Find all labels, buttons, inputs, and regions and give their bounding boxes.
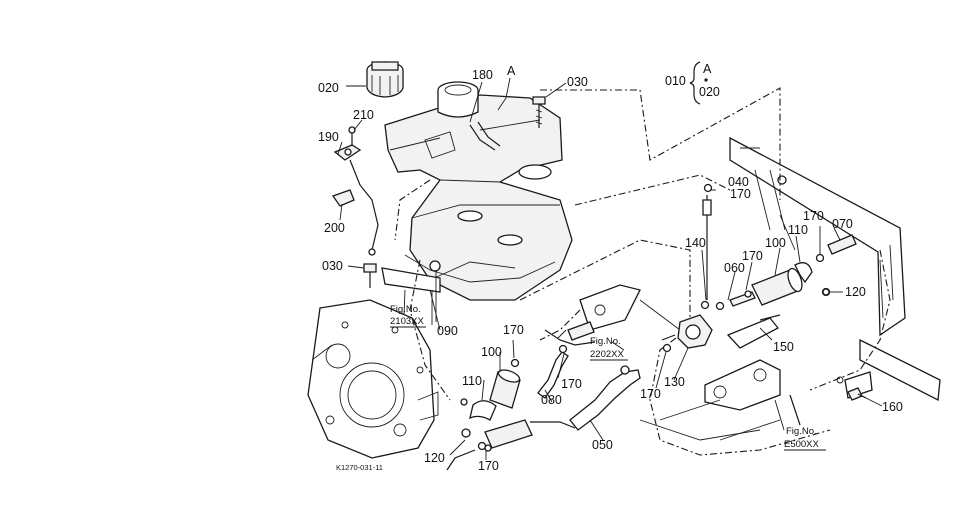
label-a-ref: A: [703, 62, 712, 76]
figure-reference-2202: Fig.No. 2202XX: [590, 336, 628, 361]
label-180: 180: [472, 68, 493, 82]
fig-e500-title: Fig.No.: [786, 426, 817, 437]
label-030-top: 030: [567, 75, 588, 89]
fig-e500-number: E500XX: [784, 439, 820, 450]
label-110-left: 110: [462, 374, 482, 388]
diagram-code: K1270-031-11: [336, 463, 383, 472]
right-frame: [729, 136, 941, 402]
label-170-g: 170: [478, 459, 499, 473]
part-number-labels: 020 180 A 030 010 A 020 210 190 200 040 …: [318, 62, 903, 473]
label-020-cap: 020: [318, 81, 339, 95]
label-170-c: 170: [803, 209, 824, 223]
label-020-ref: 020: [699, 85, 720, 99]
fuel-tank: [384, 81, 573, 301]
hose-clamps: [484, 321, 630, 452]
label-150: 150: [773, 340, 794, 354]
leader-lines: [337, 77, 883, 460]
label-030-left: 030: [322, 259, 343, 273]
label-080: 080: [541, 393, 562, 407]
label-070: 070: [832, 217, 853, 231]
label-040: 040: [728, 175, 749, 189]
assembly-outline: [394, 87, 891, 456]
reference-brace: [689, 61, 708, 105]
label-010: 010: [665, 74, 686, 88]
fuel-gauge-assembly: [331, 126, 379, 256]
label-170-f: 170: [640, 387, 661, 401]
figure-reference-2103: Fig.No. 2103XX: [390, 304, 426, 328]
fuel-hoses: [446, 121, 641, 471]
fig-2202-number: 2202XX: [590, 349, 624, 360]
left-fuel-filter: [460, 358, 533, 451]
label-170-b: 170: [742, 249, 763, 263]
bolt-030-left: [363, 263, 377, 288]
label-170-e: 170: [561, 377, 582, 391]
label-050: 050: [592, 438, 613, 452]
label-060: 060: [724, 261, 745, 275]
tank-cap: [366, 61, 404, 98]
lower-bracket-structure: [579, 284, 873, 441]
label-110-right: 110: [788, 223, 808, 237]
label-200: 200: [324, 221, 345, 235]
label-a-top: A: [507, 64, 516, 78]
engine-plate: [307, 299, 439, 459]
fig-2103-title: Fig.No.: [390, 304, 421, 315]
label-100-left: 100: [481, 345, 502, 359]
bolt-030-top: [532, 96, 546, 128]
label-140: 140: [685, 236, 706, 250]
label-120-right: 120: [845, 285, 866, 299]
label-120-left: 120: [424, 451, 445, 465]
label-210: 210: [353, 108, 374, 122]
right-fuel-filter: [661, 183, 867, 401]
fig-2103-number: 2103XX: [390, 316, 424, 327]
figure-reference-e500: Fig.No. E500XX: [784, 426, 826, 451]
label-090: 090: [437, 324, 458, 338]
label-190: 190: [318, 130, 339, 144]
fig-2202-title: Fig.No.: [590, 336, 621, 347]
label-100-right: 100: [765, 236, 786, 250]
label-130: 130: [664, 375, 685, 389]
label-170-d: 170: [503, 323, 524, 337]
label-160: 160: [882, 400, 903, 414]
tank-bracket: [381, 260, 441, 331]
label-170-a: 170: [730, 187, 751, 201]
